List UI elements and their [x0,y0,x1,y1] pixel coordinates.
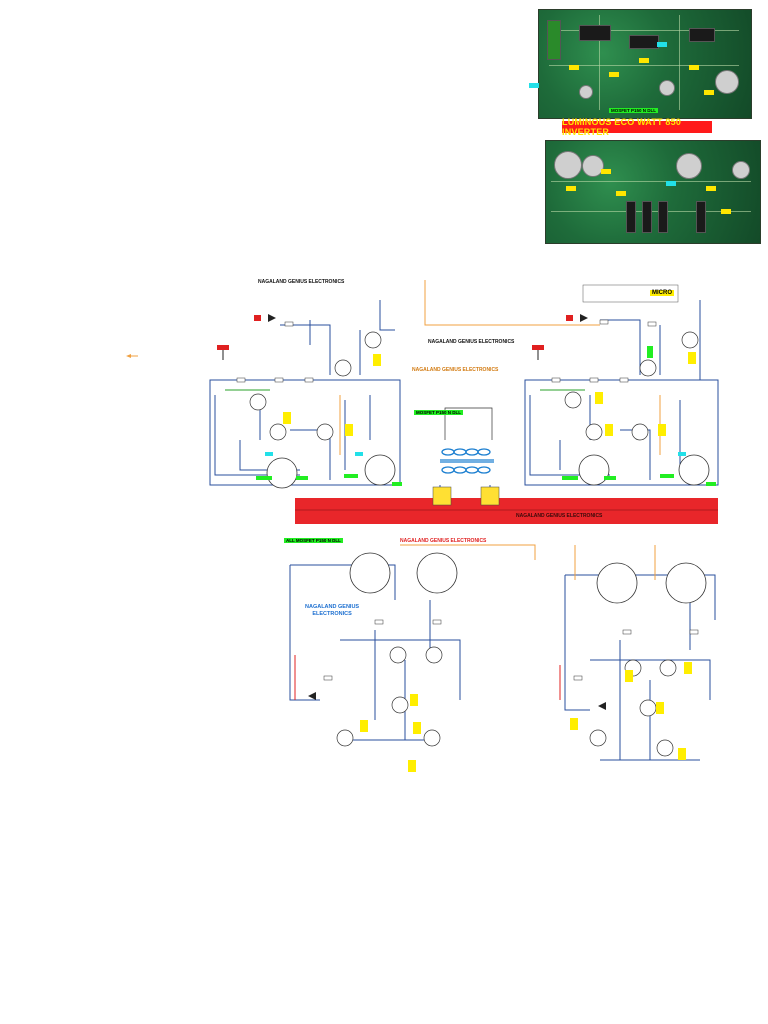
label-nge-orange: NAGALAND GENIUS ELECTRONICS [412,367,499,373]
mosfet-center-tag: MOSFET P150 N DLL [414,410,464,415]
all-mosfet-tag: ALL MOSFET P150 N DLL [284,538,343,543]
photo-mosfet-tag: MOSFET P150 N DLL [609,108,659,113]
inverter-banner: LUMINOUS ECO WATT 850 INVERTER [562,117,712,137]
micro-tag: MICRO [650,290,674,296]
pcb-photo-bottom [545,140,761,244]
label-nge-blue: NAGALAND GENIUS ELECTRONICS [305,604,360,617]
label-nge-center: NAGALAND GENIUS ELECTRONICS [428,339,515,345]
label-nge-red: NAGALAND GENIUS ELECTRONICS [400,538,487,544]
pcb-photo-top: MOSFET P150 N DLL [529,9,752,119]
label-nge-bar: NAGALAND GENIUS ELECTRONICS [516,513,603,519]
label-nge-top-left: NAGALAND GENIUS ELECTRONICS [258,279,345,285]
